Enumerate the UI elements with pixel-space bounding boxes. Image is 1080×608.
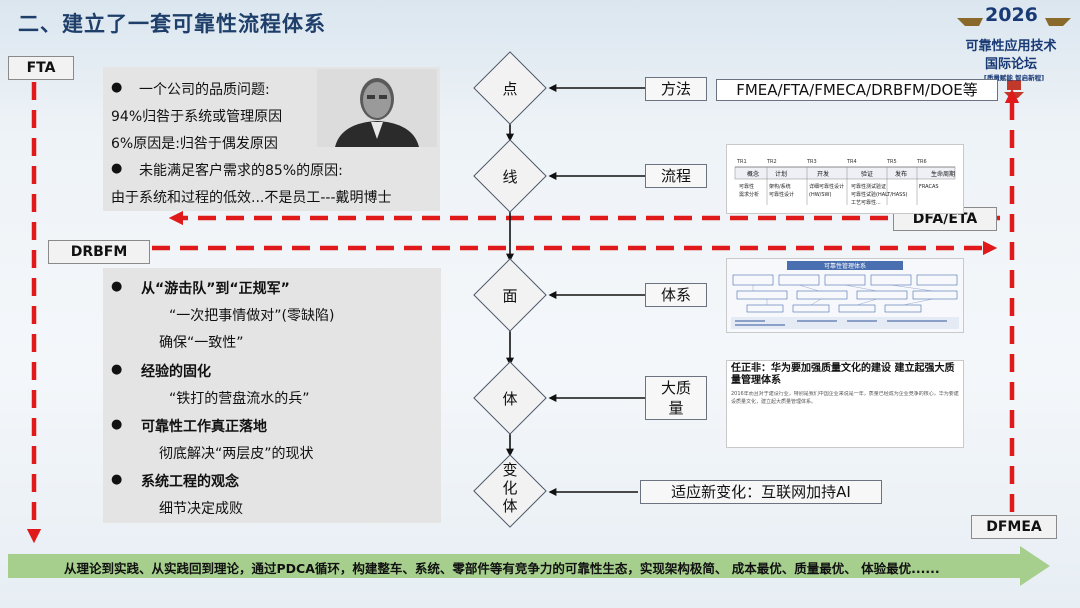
process-thumb-cell: 架构/系统: [769, 183, 791, 190]
category-method: 方法: [645, 77, 707, 101]
process-thumb-header: TR1: [736, 159, 747, 165]
process-thumb-phase: 概念: [747, 170, 759, 178]
process-thumb-cell: 工艺可靠性...: [851, 199, 881, 206]
bullet-dot: ●: [111, 80, 123, 95]
process-thumb-header: TR4: [846, 159, 857, 165]
principle-line: 从“游击队”到“正规军”: [141, 281, 290, 297]
flow-node-changing: 变化体: [473, 454, 547, 528]
category-new-change: 适应新变化：互联网加持AI: [640, 480, 882, 504]
process-thumb-cell: 可靠性设计: [769, 191, 794, 198]
process-thumb-header: TR3: [806, 159, 817, 165]
process-thumb-phase: 验证: [861, 170, 873, 178]
fta-tag: FTA: [8, 56, 74, 80]
flow-node-line-label: 线: [502, 168, 518, 186]
dfmea-tag: DFMEA: [971, 515, 1057, 539]
flow-node-surface-label: 面: [502, 287, 518, 305]
principle-line: 确保“一致性”: [159, 335, 244, 351]
article-thumbnail: 任正非：华为要加强质量文化的建设 建立起强大质量管理体系 2016年而且对于建设…: [726, 360, 964, 448]
process-thumb-cell: FRACAS: [919, 184, 939, 190]
flow-node-point: 点: [473, 51, 547, 125]
principle-line: “铁打的营盘流水的兵”: [169, 391, 310, 407]
process-thumb-cell: (HW/SW): [809, 192, 831, 198]
flow-node-body: 体: [473, 361, 547, 435]
process-thumb-header: TR6: [916, 159, 927, 165]
quote-line: 由于系统和过程的低效...不是员工---戴明博士: [111, 190, 392, 206]
flow-node-line: 线: [473, 139, 547, 213]
drbfm-tag: DRBFM: [48, 240, 150, 264]
process-thumb-header: TR2: [766, 159, 777, 165]
flow-node-point-label: 点: [502, 80, 518, 98]
principle-line: 可靠性工作真正落地: [141, 419, 267, 435]
principle-line: “一次把事情做对”(零缺陷): [169, 308, 335, 324]
flow-node-changing-label: 变化体: [502, 461, 518, 515]
principles-panel: ● 从“游击队”到“正规军” “一次把事情做对”(零缺陷) 确保“一致性” ● 经验的固化…: [103, 268, 441, 523]
portrait-drawing: [317, 69, 437, 147]
bullet-dot: ●: [111, 472, 123, 487]
person-portrait-icon: [317, 69, 437, 147]
principle-line: 细节决定成败: [159, 501, 243, 517]
footer-arrow-icon: [8, 546, 1050, 586]
page-title: 二、建立了一套可靠性流程体系: [18, 11, 326, 36]
process-thumb-cell: 可靠性: [739, 183, 754, 190]
bullet-dot: ●: [111, 417, 123, 432]
quote-line: 未能满足客户需求的85%的原因:: [139, 163, 343, 179]
system-diagram-thumbnail: 可靠性管理体系: [726, 258, 964, 333]
article-body: 2016年而且对于建设行业，特别是我们中国企业来说是一年，质量已经成为企业竞争的…: [731, 391, 959, 405]
quote-line: 6%原因是:归咎于偶发原因: [111, 136, 278, 152]
logo-line-2: 国际论坛: [984, 57, 1037, 72]
process-thumb-phase: 发布: [895, 170, 907, 178]
category-process: 流程: [645, 164, 707, 188]
process-diagram-thumbnail: TR1 TR2 TR3 TR4 TR5 TR6 概念 计划 开发 验证 发布 生命周期 可靠性 架构/…: [726, 144, 964, 214]
flow-node-surface: 面: [473, 258, 547, 332]
category-system: 体系: [645, 283, 707, 307]
process-thumb-cell: 需求分析: [739, 191, 759, 198]
process-thumb-cell: 详细可靠性设计: [809, 183, 844, 190]
process-thumb-cell: 可靠性试验(HALT/HASS): [851, 191, 907, 198]
flow-node-body-label: 体: [502, 390, 518, 408]
logo-line-1: 可靠性应用技术: [965, 39, 1057, 54]
system-thumb-title: 可靠性管理体系: [824, 262, 866, 270]
process-diagram: TR1 TR2 TR3 TR4 TR5 TR6 概念 计划 开发 验证 发布 生命周期 可靠性 架构/…: [727, 145, 963, 213]
bullet-dot: ●: [111, 362, 123, 377]
category-big-quality: 大质量: [645, 376, 707, 420]
article-headline: 任正非：华为要加强质量文化的建设 建立起强大质量管理体系: [731, 363, 955, 386]
process-thumb-phase: 开发: [817, 170, 829, 178]
quote-panel: ● 一个公司的品质问题: 94%归咎于系统或管理原因 6%原因是:归咎于偶发原因 ● 未能…: [103, 67, 440, 211]
principle-line: 经验的固化: [141, 364, 211, 380]
quote-line: 94%归咎于系统或管理原因: [111, 109, 283, 125]
logo-sub: [质量赋能 智启新程]: [983, 74, 1045, 82]
principle-line: 系统工程的观念: [141, 474, 239, 490]
logo-year: 2026: [985, 4, 1038, 26]
bullet-dot: ●: [111, 161, 123, 176]
principle-line: 彻底解决“两层皮”的现状: [159, 446, 314, 462]
process-thumb-cell: 可靠性测试验证: [851, 183, 886, 190]
quote-line: 一个公司的品质问题:: [139, 82, 270, 98]
process-thumb-header: TR5: [886, 159, 897, 165]
system-diagram: 可靠性管理体系: [727, 259, 963, 332]
footer-statement: 从理论到实践、从实践回到理论，通过PDCA循环，构建整车、系统、零部件等有竞争力…: [64, 561, 940, 576]
process-thumb-phase: 计划: [775, 170, 787, 178]
process-thumb-phase: 生命周期: [931, 170, 955, 178]
methods-box: FMEA/FTA/FMECA/DRBFM/DOE等: [716, 79, 998, 101]
bullet-dot: ●: [111, 279, 123, 294]
forum-logo: 2026 可靠性应用技术 国际论坛 [质量赋能 智启新程]: [955, 2, 1073, 102]
